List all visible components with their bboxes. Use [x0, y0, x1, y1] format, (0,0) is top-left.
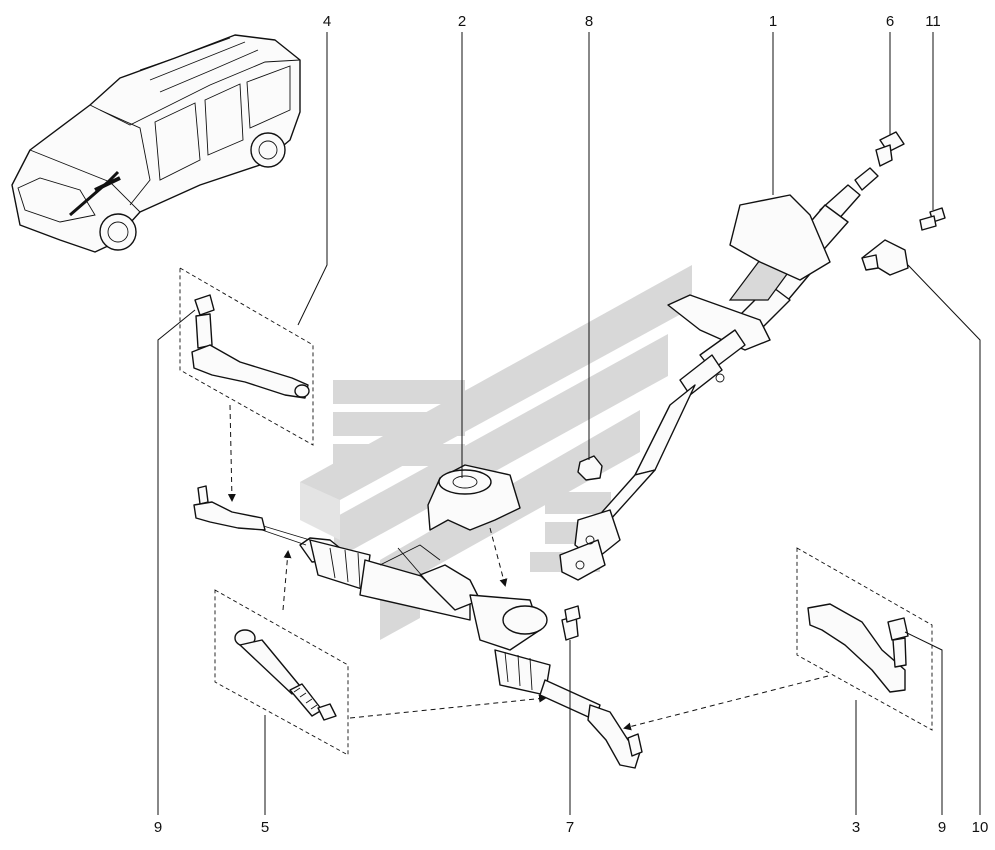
arrow-5-to-right-rod — [349, 694, 547, 719]
clamp-10 — [861, 239, 909, 276]
callout-3: 3 — [852, 819, 860, 836]
callout-1: 1 — [769, 13, 777, 30]
arrow-3-to-rack — [623, 675, 829, 731]
callout-7: 7 — [566, 819, 574, 836]
group-box-4 — [179, 267, 314, 446]
tie-rod-end-right-installed — [587, 704, 643, 769]
callout-4: 4 — [323, 13, 331, 30]
steering-rack — [259, 524, 601, 721]
vehicle-wagon-icon — [11, 34, 301, 253]
callout-9-left: 9 — [154, 819, 162, 836]
arrow-5-to-rack — [282, 550, 292, 611]
callout-5: 5 — [261, 819, 269, 836]
tie-rod-end-left — [191, 294, 310, 399]
inner-tie-rod — [234, 629, 337, 721]
callout-6: 6 — [886, 13, 894, 30]
callout-9-right: 9 — [938, 819, 946, 836]
bolt-11 — [919, 207, 946, 231]
boot-cover-2 — [427, 464, 521, 531]
callout-10: 10 — [972, 819, 989, 836]
callout-2: 2 — [458, 13, 466, 30]
tie-rod-end-right — [807, 603, 909, 693]
bolt-6 — [875, 131, 905, 167]
callout-11: 11 — [925, 13, 941, 30]
group-box-5 — [214, 589, 349, 756]
group-box-3 — [796, 547, 933, 731]
nut-8 — [577, 455, 603, 481]
arrow-4-to-rack — [227, 404, 236, 502]
arrow-2-to-rack — [489, 527, 508, 587]
callout-8: 8 — [585, 13, 593, 30]
bolt-7 — [561, 605, 581, 641]
steering-column — [559, 167, 879, 581]
tie-rod-end-left-installed — [193, 485, 266, 531]
